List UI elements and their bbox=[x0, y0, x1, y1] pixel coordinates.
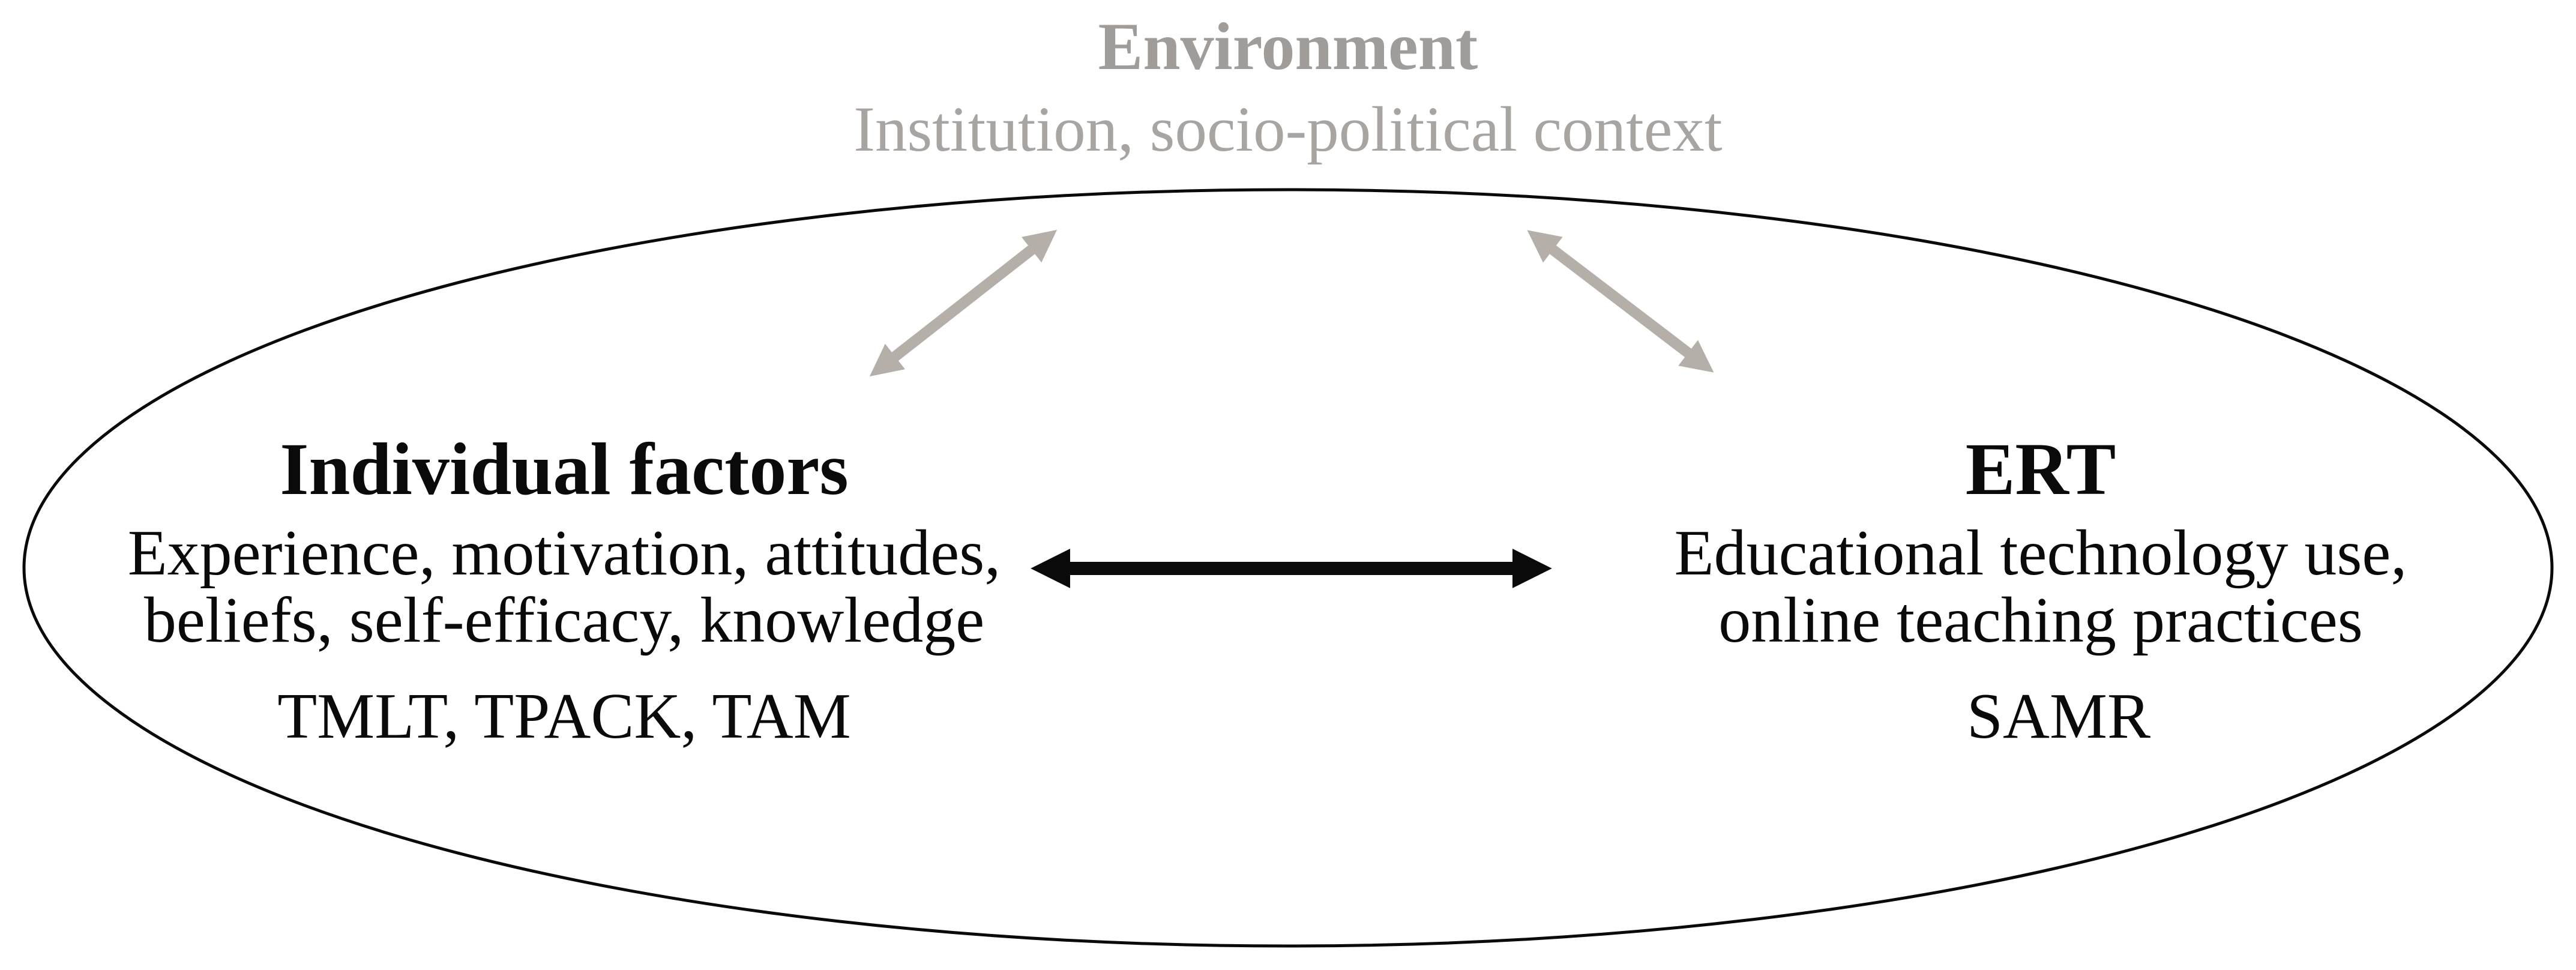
environment-boundary-ellipse bbox=[22, 188, 2554, 948]
arrow-environment-ert bbox=[1527, 230, 1714, 373]
ert-models: SAMR bbox=[1966, 681, 2151, 752]
ert-description-line1: Educational technology use, bbox=[1674, 517, 2407, 589]
ert-description-line2: online teaching practices bbox=[1718, 585, 2363, 657]
individual-factors-description-line1: Experience, motivation, attitudes, bbox=[127, 517, 1001, 589]
individual-factors-models: TMLT, TPACK, TAM bbox=[277, 681, 851, 752]
arrow-environment-individual-factors bbox=[869, 229, 1058, 377]
individual-factors-title: Individual factors bbox=[280, 428, 849, 510]
individual-factors-description-line2: beliefs, self-efficacy, knowledge bbox=[143, 585, 985, 657]
environment-title: Environment bbox=[1098, 10, 1478, 84]
ert-description: Educational technology use, online teach… bbox=[1512, 517, 2569, 657]
ert-title: ERT bbox=[1965, 428, 2116, 510]
individual-factors-description: Experience, motivation, attitudes, belie… bbox=[36, 517, 1092, 657]
environment-subtitle: Institution, socio-political context bbox=[853, 94, 1723, 165]
